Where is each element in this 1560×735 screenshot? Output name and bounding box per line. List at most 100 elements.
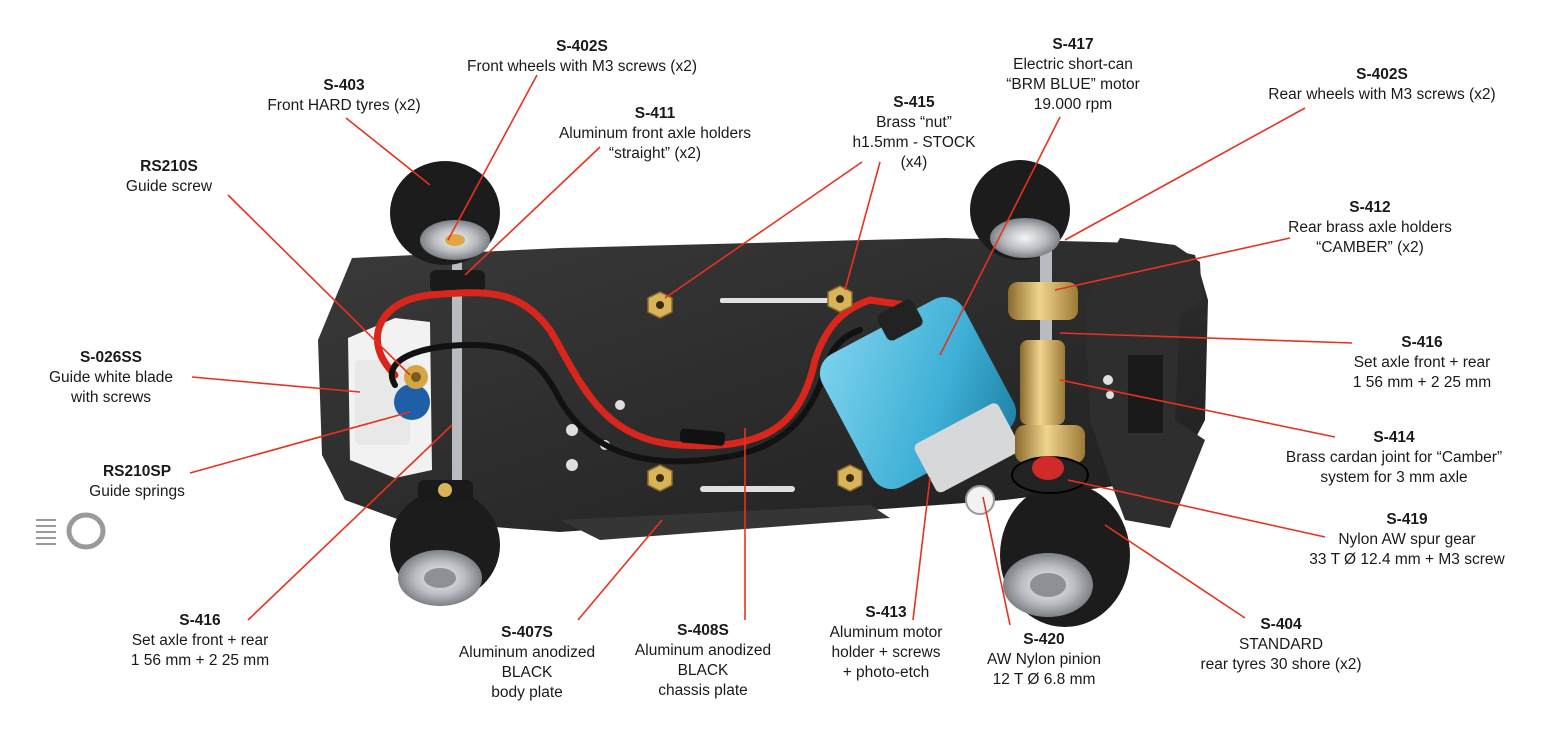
part-code: S-417	[1052, 36, 1094, 53]
part-desc: body plate	[491, 684, 563, 701]
part-code: S-408S	[677, 622, 729, 639]
part-s420: S-420 AW Nylon pinion 12 T Ø 6.8 mm	[987, 630, 1101, 690]
part-desc: 12 T Ø 6.8 mm	[992, 671, 1096, 688]
leader-line	[664, 161, 863, 299]
part-desc: Front HARD tyres (x2)	[267, 97, 421, 114]
rear-brass-holder-bottom	[1015, 425, 1085, 463]
pinion-gear	[965, 485, 995, 515]
part-desc: Aluminum front axle holders	[558, 125, 752, 142]
part-code: S-407S	[501, 624, 553, 641]
cardan-joint	[1020, 340, 1065, 425]
part-desc: Set axle front + rear	[1353, 354, 1491, 371]
part-s413: S-413 Aluminum motor holder + screws + p…	[830, 603, 943, 683]
part-s402s-rear: S-402S Rear wheels with M3 screws (x2)	[1268, 65, 1495, 105]
leader-line	[1104, 524, 1246, 619]
part-desc: system for 3 mm axle	[1320, 469, 1468, 486]
part-code: RS210S	[140, 158, 198, 175]
part-code: S-415	[893, 94, 935, 111]
leader-line	[1064, 107, 1306, 241]
leader-line	[247, 424, 453, 621]
part-s416-right: S-416 Set axle front + rear 1 56 mm + 2 …	[1353, 333, 1491, 393]
heatshrink	[679, 428, 726, 446]
leader-line	[447, 74, 538, 241]
rear-left-wheel	[970, 160, 1070, 260]
part-desc: Guide screw	[125, 178, 213, 195]
rear-brass-holder-top	[1008, 282, 1078, 320]
part-code: S-402S	[556, 38, 608, 55]
part-code: S-414	[1373, 429, 1415, 446]
leader-line	[227, 194, 411, 376]
part-desc: BLACK	[677, 662, 729, 679]
part-s417: S-417 Electric short-can “BRM BLUE” moto…	[1006, 35, 1140, 115]
part-s403: S-403 Front HARD tyres (x2)	[267, 76, 420, 116]
part-code: S-416	[179, 612, 221, 629]
part-s408s: S-408S Aluminum anodized BLACK chassis p…	[635, 621, 771, 701]
part-code: S-412	[1349, 199, 1391, 216]
front-right-wheel	[390, 490, 500, 606]
rear-right-wheel	[1000, 483, 1130, 627]
part-desc: Guide springs	[89, 483, 185, 500]
leader-line	[191, 376, 361, 393]
leader-line	[577, 519, 663, 621]
leader-line	[1059, 379, 1336, 438]
part-code: S-413	[865, 604, 907, 621]
part-desc: Nylon AW spur gear	[1338, 531, 1476, 548]
motor	[819, 296, 1021, 493]
part-code: S-416	[1401, 334, 1443, 351]
body-plate-slot	[1128, 355, 1163, 433]
leader-line	[982, 496, 1011, 626]
part-s026ss: S-026SS Guide white blade with screws	[49, 348, 173, 408]
front-axle-holder-top	[430, 270, 485, 292]
part-desc: “straight” (x2)	[608, 145, 702, 162]
leader-line	[912, 477, 931, 621]
body-plate-strip	[560, 505, 890, 540]
part-desc: Rear brass axle holders	[1288, 219, 1452, 236]
part-desc: holder + screws	[831, 644, 941, 661]
part-desc: Aluminum anodized	[458, 644, 596, 661]
part-desc: BLACK	[501, 664, 553, 681]
part-desc: with screws	[70, 389, 152, 406]
part-rs210s: RS210S Guide screw	[126, 157, 212, 197]
front-left-wheel	[390, 161, 500, 265]
part-s404: S-404 STANDARD rear tyres 30 shore (x2)	[1200, 615, 1361, 675]
part-code: S-026SS	[79, 349, 143, 366]
part-desc: + photo-etch	[842, 664, 930, 681]
part-desc: Aluminum anodized	[634, 642, 772, 659]
part-desc: AW Nylon pinion	[986, 651, 1102, 668]
part-code: RS210SP	[102, 463, 172, 480]
part-desc: (x4)	[900, 154, 928, 171]
part-desc: 1 56 mm + 2 25 mm	[1352, 374, 1492, 391]
part-s414: S-414 Brass cardan joint for “Camber” sy…	[1286, 428, 1502, 488]
part-s402s-front: S-402S Front wheels with M3 screws (x2)	[467, 37, 697, 77]
leader-line	[345, 117, 431, 186]
part-desc: 33 T Ø 12.4 mm + M3 screw	[1309, 551, 1505, 568]
red-wire	[374, 289, 909, 450]
part-desc: chassis plate	[658, 682, 748, 699]
leader-line	[189, 411, 411, 474]
part-s415: S-415 Brass “nut” h1.5mm - STOCK (x4)	[853, 93, 976, 173]
part-code: S-402S	[1356, 66, 1408, 83]
part-desc: “BRM BLUE” motor	[1006, 76, 1140, 93]
part-desc: “CAMBER” (x2)	[1316, 239, 1424, 256]
part-code: S-403	[323, 77, 365, 94]
leader-line	[844, 161, 881, 291]
part-code: S-404	[1260, 616, 1302, 633]
front-axle	[452, 232, 462, 500]
part-desc: 19.000 rpm	[1033, 96, 1113, 113]
part-code: S-420	[1023, 631, 1065, 648]
part-desc: Electric short-can	[1013, 56, 1133, 73]
part-s407s: S-407S Aluminum anodized BLACK body plat…	[459, 623, 595, 703]
part-s411: S-411 Aluminum front axle holders “strai…	[559, 104, 751, 164]
part-s416-left: S-416 Set axle front + rear 1 56 mm + 2 …	[131, 611, 269, 671]
leader-line	[464, 146, 601, 276]
leader-lines	[189, 74, 1353, 626]
part-desc: Rear wheels with M3 screws (x2)	[1268, 86, 1496, 103]
part-desc: h1.5mm - STOCK	[852, 134, 976, 151]
leader-line	[1054, 237, 1291, 291]
part-desc: Aluminum motor	[829, 624, 943, 641]
part-rs210sp: RS210SP Guide springs	[89, 462, 185, 502]
part-s412: S-412 Rear brass axle holders “CAMBER” (…	[1288, 198, 1452, 258]
part-desc: Set axle front + rear	[131, 632, 269, 649]
